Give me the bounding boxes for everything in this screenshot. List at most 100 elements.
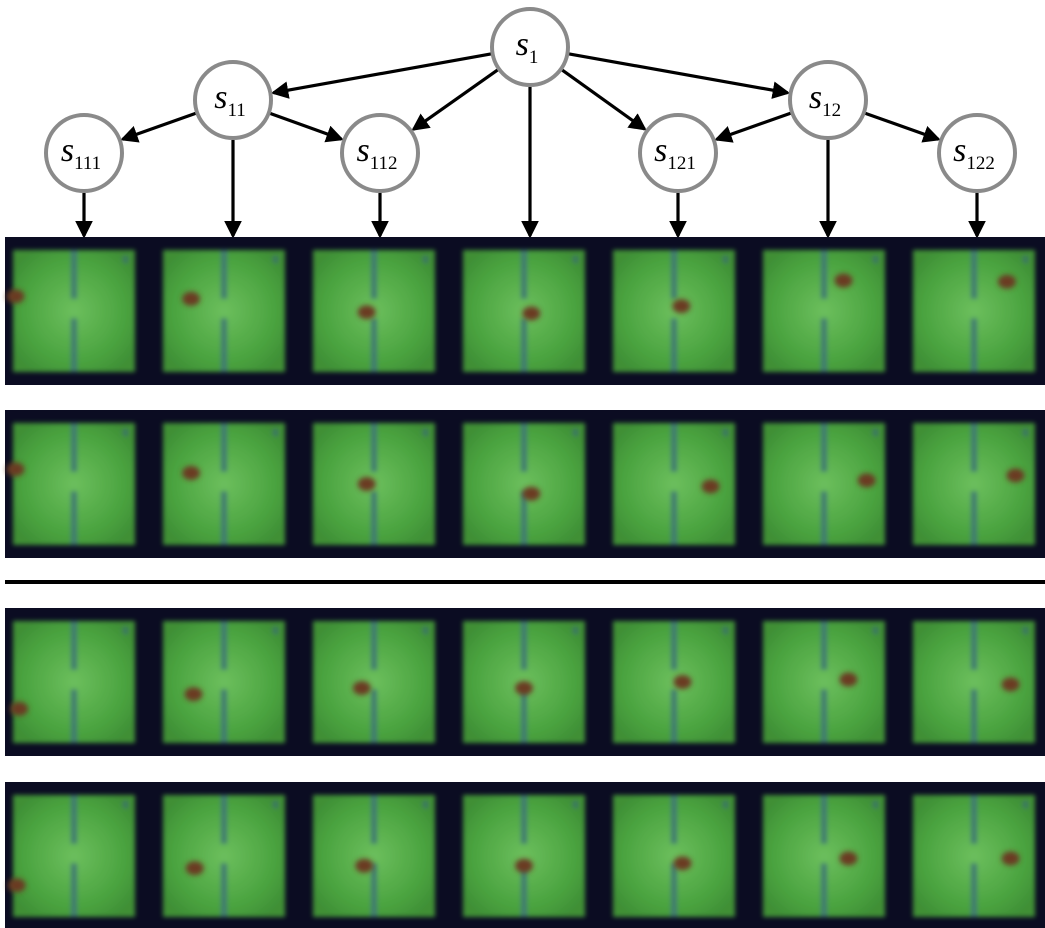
agent-marker [1001,677,1020,692]
agent-marker [357,477,376,491]
goal-mark [873,627,878,634]
maze-wall-lower [821,689,827,743]
agent-marker [672,299,691,314]
maze-wall-upper [821,250,827,299]
maze-wall-upper [821,423,827,472]
maze-wall-upper [371,795,377,844]
goal-mark [873,256,878,263]
agent-marker [357,305,376,320]
goal-mark [873,801,878,808]
agent-marker [355,858,374,873]
maze-wall-upper [821,621,827,670]
agent-marker [839,672,858,687]
maze-wall-lower [521,863,527,917]
maze-wall-upper [671,250,677,299]
agent-marker [184,687,203,702]
frame-tile [913,250,1035,372]
node-label-base: s [61,132,74,169]
frame-tile [163,250,285,372]
agent-marker [839,851,858,866]
frame-tile [13,250,135,372]
agent-marker [185,861,204,876]
goal-mark [723,627,728,634]
goal-mark [573,801,578,808]
frame-tile [163,423,285,545]
frame-tile [763,795,885,917]
node-label-base: s [214,79,227,116]
maze-wall-upper [521,250,527,299]
agent-marker [701,479,720,494]
goal-mark [723,801,728,808]
agent-marker [6,289,25,304]
edge-s11-to-s112 [269,111,344,143]
frame-tile [13,423,135,545]
goal-mark [573,627,578,634]
node-label-subscript: 111 [74,153,101,174]
maze-wall-upper [221,621,227,670]
goal-mark [573,429,578,436]
maze-wall-lower [521,491,527,545]
agent-marker [997,274,1016,289]
goal-mark [1023,429,1028,436]
goal-mark [423,801,428,808]
goal-mark [723,429,728,436]
agent-marker [522,486,541,501]
frame-tile [313,621,435,743]
agent-marker [515,681,533,696]
maze-wall-upper [221,250,227,299]
edge-s1-to-s12 [568,52,791,99]
node-s111: s111 [44,113,124,193]
frame-tile [913,423,1035,545]
node-circle [937,113,1017,193]
node-label-base: s [516,26,529,63]
maze-wall-upper [671,423,677,472]
goal-mark [1023,256,1028,263]
goal-mark [273,627,278,634]
maze-wall-lower [221,863,227,917]
frame-tile [613,795,735,917]
node-s11: s11 [193,60,273,140]
node-circle [44,113,124,193]
frame-tile [313,795,435,917]
maze-wall-lower [971,689,977,743]
edge-s1-to-s112 [411,68,500,131]
node-s12: s12 [788,60,868,140]
node-label: s11 [214,79,246,121]
maze-wall-upper [71,621,77,670]
node-circle [638,113,718,193]
edge-s12-to-s121 [714,111,792,143]
maze-wall-upper [71,250,77,299]
frame-strip-row-4 [5,782,1045,928]
node-label-subscript: 1 [529,47,539,68]
maze-wall-lower [521,318,527,372]
frame-tile [763,621,885,743]
agent-marker [857,473,876,488]
maze-wall-lower [71,491,77,545]
node-circle [193,60,273,140]
goal-mark [273,429,278,436]
goal-mark [123,429,128,436]
agent-marker [515,858,533,873]
maze-wall-lower [671,318,677,372]
node-label: s12 [809,79,841,121]
node-label-base: s [654,132,667,169]
maze-wall-upper [971,423,977,472]
node-circle [788,60,868,140]
maze-wall-lower [821,863,827,917]
goal-mark [123,627,128,634]
node-s112: s112 [340,113,420,193]
goal-mark [273,801,278,808]
node-label-subscript: 121 [667,153,696,174]
maze-wall-lower [221,491,227,545]
node-label-base: s [953,132,966,169]
maze-wall-lower [671,491,677,545]
maze-wall-upper [221,423,227,472]
edge-s12-to-s122 [864,111,941,143]
maze-wall-upper [521,423,527,472]
frame-tile [763,250,885,372]
node-label-subscript: 122 [966,153,995,174]
maze-wall-lower [821,491,827,545]
goal-mark [573,256,578,263]
goal-mark [123,801,128,808]
node-label: s121 [654,132,696,174]
